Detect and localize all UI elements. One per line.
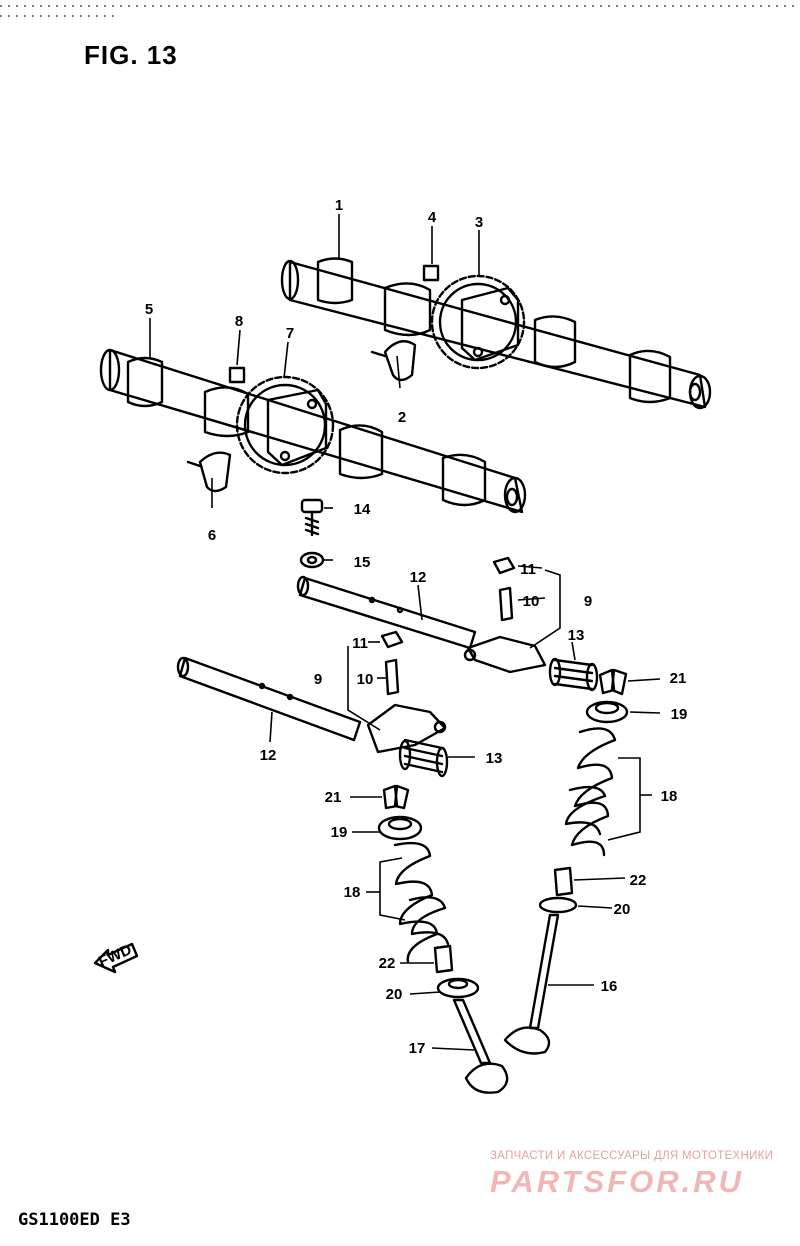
camshaft-lower [99,348,527,514]
callout-17: 17 [409,1040,426,1057]
valve-seal-22-right [553,866,574,897]
callout-18-left: 18 [344,884,361,901]
callout-5: 5 [145,301,153,318]
callout-1: 1 [335,197,343,214]
callout-9-lower: 9 [314,671,322,688]
cam-sprocket-lower [235,375,335,475]
callout-9-upper: 9 [584,593,592,610]
callout-15: 15 [354,554,371,571]
valve-springs-18-left [393,841,450,964]
washer-15 [299,551,325,569]
valve-17 [452,998,509,1094]
callout-7: 7 [286,325,294,342]
valve-cotters-21-left [382,784,410,810]
callout-21-right: 21 [670,670,687,687]
callout-19-left: 19 [331,824,348,841]
leader-lines [149,214,661,1051]
spring-retainer-19-right [585,700,629,724]
valve-16 [503,913,560,1055]
callout-3: 3 [475,214,483,231]
callout-6: 6 [208,527,216,544]
chain-guide-lower [186,451,232,493]
adjust-nut-11-upper [492,556,516,575]
front-direction-arrow-icon [93,942,139,974]
callout-10-upper: 10 [523,593,540,610]
adjust-screw-10-upper [498,586,514,622]
callout-4: 4 [428,209,437,226]
spring-13-lower [398,738,449,778]
spring-13-upper [548,657,599,692]
callout-20-left: 20 [386,986,403,1003]
callout-21-left: 21 [325,789,342,806]
spring-seat-20-left [436,977,480,999]
valve-springs-18-right [564,727,617,857]
callout-19-right: 19 [671,706,688,723]
callout-22-left: 22 [379,955,396,972]
figure-title: FIG. 13 [84,40,178,70]
spring-retainer-19-left [377,815,423,841]
adjust-screw-10-lower [384,658,400,696]
sprocket-bolt-lower [228,366,246,384]
spring-seat-20-right [538,896,578,914]
callout-12-upper: 12 [410,569,427,586]
chain-guide-upper [370,340,417,382]
watermark-tagline: ЗАПЧАСТИ И АКСЕССУАРЫ ДЛЯ МОТОТЕХНИКИ [490,1150,774,1162]
callout-8: 8 [235,313,243,330]
callout-2: 2 [398,409,406,426]
rocker-arm-lower [366,703,447,754]
camshaft-upper [280,257,712,410]
valve-seal-22-left [433,944,454,974]
callout-11-upper: 11 [520,561,536,578]
cam-sprocket-upper [430,274,526,370]
rocker-shaft-lower [176,656,362,742]
callout-13-upper: 13 [568,627,585,644]
callout-22-right: 22 [630,872,647,889]
callout-10-lower: 10 [357,671,374,688]
valve-cotters-21-right [598,668,628,696]
callout-12-lower: 12 [260,747,277,764]
callout-11-lower: 11 [352,635,368,652]
bolt-14 [300,498,324,537]
adjust-nut-11-lower [380,630,404,649]
watermark-brand: PARTSFOR.RU [490,1164,745,1199]
sprocket-bolt-upper [422,264,440,282]
model-label: GS1100ED E3 [18,1210,131,1230]
callout-18-right: 18 [661,788,678,805]
callout-13-lower: 13 [486,750,503,767]
callout-14: 14 [354,501,371,518]
callout-16: 16 [601,978,618,995]
rocker-arm-upper [463,635,547,674]
rocker-shaft-upper [296,575,477,650]
callout-20-right: 20 [614,901,631,918]
